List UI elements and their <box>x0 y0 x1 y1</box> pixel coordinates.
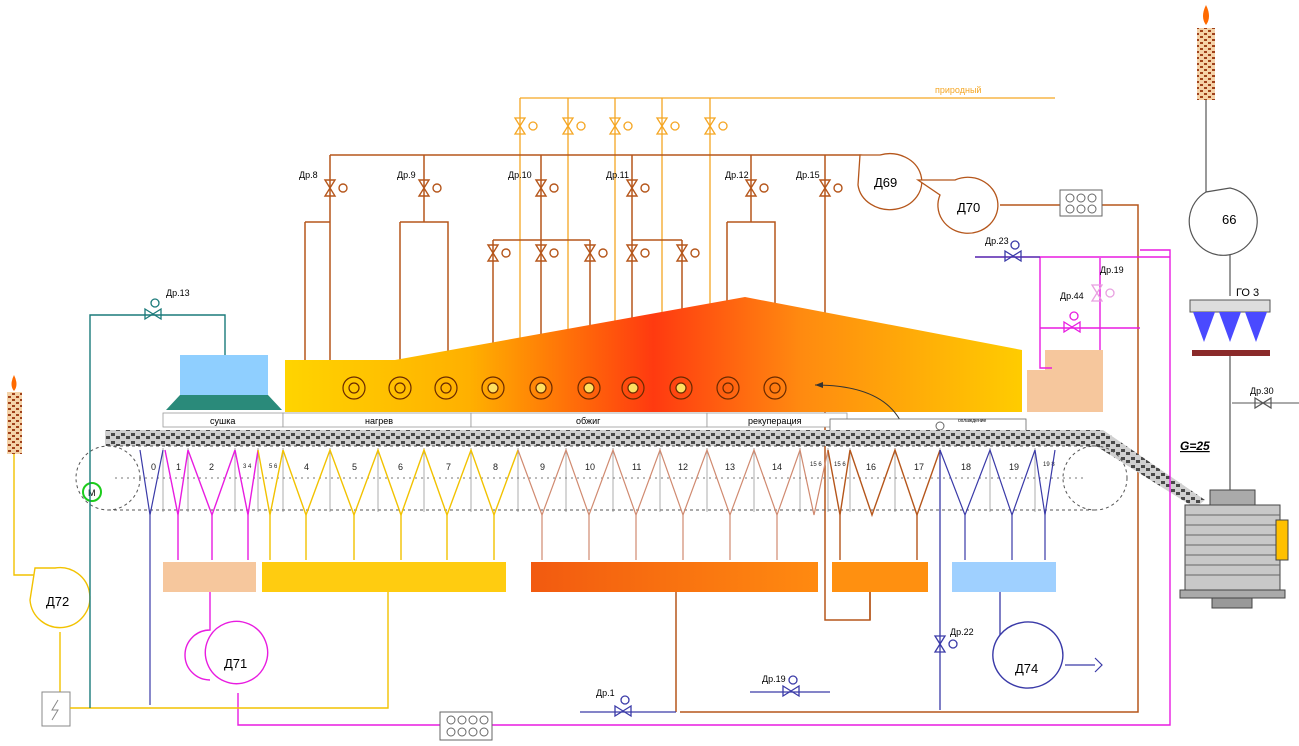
hopper-zero <box>139 449 164 705</box>
fan-d70[interactable] <box>915 176 999 234</box>
svg-text:16: 16 <box>866 462 876 472</box>
hoppers-cooling <box>939 448 1056 560</box>
valve-dr1-label: Др.1 <box>596 688 615 698</box>
valve-dr10-label: Др.10 <box>508 170 532 180</box>
fan-d69-label: Д69 <box>874 175 897 190</box>
valve-dr13-label: Др.13 <box>166 288 190 298</box>
go3-label: ГО 3 <box>1236 287 1259 299</box>
svg-text:7: 7 <box>446 462 451 472</box>
hoppers-recup <box>827 447 941 560</box>
valve-dr19-bottom-label: Др.19 <box>762 674 786 684</box>
valve-dr30-label: Др.30 <box>1250 386 1274 396</box>
fan-d74[interactable] <box>992 621 1064 689</box>
furnace-body <box>285 297 1022 412</box>
cooling-zone-block <box>1027 350 1103 412</box>
hoppers-drying <box>164 449 259 560</box>
valve-dr9-label: Др.9 <box>397 170 416 180</box>
valve-dr23[interactable] <box>1004 240 1022 263</box>
electric-box <box>41 691 71 727</box>
zone-heating: нагрев <box>365 416 393 426</box>
dryer-drum <box>1179 489 1289 609</box>
magenta-return-line <box>237 249 1171 726</box>
conveyor-belt <box>75 430 1205 511</box>
svg-text:13: 13 <box>725 462 735 472</box>
recirc-arrow <box>814 384 901 421</box>
svg-text:3 4: 3 4 <box>243 464 252 470</box>
svg-text:5: 5 <box>352 462 357 472</box>
hoppers-heating <box>257 447 519 560</box>
valve-dr19-top[interactable] <box>1090 284 1115 302</box>
chamber-numbers: 0 1 2 3 4 5 6 4 5 6 7 8 9 10 11 12 13 14… <box>151 462 1055 472</box>
valve-dr12-label: Др.12 <box>725 170 749 180</box>
svg-text:12: 12 <box>678 462 688 472</box>
svg-text:17: 17 <box>914 462 924 472</box>
natural-gas-line <box>519 97 1055 410</box>
svg-text:11: 11 <box>632 462 641 472</box>
air-valves[interactable] <box>323 179 843 262</box>
burners <box>342 376 787 400</box>
svg-text:9: 9 <box>540 462 545 472</box>
motor[interactable] <box>82 482 102 502</box>
drying-hood <box>166 355 282 410</box>
chimney-left <box>7 375 22 454</box>
svg-text:19: 19 <box>1009 462 1019 472</box>
fan-d72-label: Д72 <box>46 594 69 609</box>
filter-block-top <box>1059 189 1103 217</box>
valve-dr23-label: Др.23 <box>985 236 1009 246</box>
svg-text:6: 6 <box>398 462 403 472</box>
valve-dr15-label: Др.15 <box>796 170 820 180</box>
svg-text:10: 10 <box>585 462 595 472</box>
valve-dr8-label: Др.8 <box>299 170 318 180</box>
valve-dr13[interactable] <box>144 298 162 321</box>
valve-dr19-bottom[interactable] <box>782 675 800 698</box>
chimney-right <box>1197 5 1215 100</box>
fan-d69[interactable] <box>857 153 923 211</box>
gas-valve-row[interactable] <box>513 117 728 135</box>
zone-drying: сушка <box>210 416 235 426</box>
svg-text:19 8: 19 8 <box>1043 462 1055 468</box>
filter-block-bottom <box>439 711 493 741</box>
valve-dr30[interactable] <box>1254 396 1272 410</box>
svg-text:0: 0 <box>151 462 156 472</box>
g-value: G=25 <box>1180 439 1210 453</box>
zone-firing: обжиг <box>576 416 601 426</box>
collector-cooling <box>952 562 1056 592</box>
fan-d70-label: Д70 <box>957 200 980 215</box>
zone-recuperation: рекуперация <box>748 416 802 426</box>
svg-text:15 6: 15 6 <box>834 462 846 468</box>
svg-text:18: 18 <box>961 462 971 472</box>
valve-dr44[interactable] <box>1063 311 1081 334</box>
collector-firing <box>531 562 818 592</box>
valve-dr1[interactable] <box>614 695 632 718</box>
svg-text:2: 2 <box>209 462 214 472</box>
valve-dr44-label: Др.44 <box>1060 291 1084 301</box>
zone-cooling: охлаждение <box>958 418 987 424</box>
valve-dr22[interactable] <box>933 635 958 653</box>
hoppers-firing <box>517 447 829 560</box>
svg-text:4: 4 <box>304 462 309 472</box>
collector-drying <box>163 562 256 592</box>
collector-recup <box>832 562 928 592</box>
collector-heating <box>262 562 506 592</box>
fan-d71[interactable] <box>204 620 269 685</box>
svg-text:15 6: 15 6 <box>810 462 822 468</box>
fan-d71-label: Д71 <box>224 656 247 671</box>
fan-66-label: 66 <box>1222 212 1236 227</box>
valve-dr11-label: Др.11 <box>606 170 629 180</box>
svg-text:5 6: 5 6 <box>269 464 278 470</box>
teal-line <box>89 314 226 500</box>
valve-dr22-label: Др.22 <box>950 627 974 637</box>
svg-text:8: 8 <box>493 462 498 472</box>
zone-strip <box>162 412 848 428</box>
motor-label: M <box>88 488 96 498</box>
svg-text:1: 1 <box>176 462 181 472</box>
fan-d72[interactable] <box>29 566 91 629</box>
cyclones-go3 <box>1189 299 1271 356</box>
fan-66[interactable] <box>1188 187 1258 256</box>
natural-gas-label: природный <box>935 85 981 95</box>
fan-d74-label: Д74 <box>1015 661 1038 676</box>
valve-dr19-top-label: Др.19 <box>1100 265 1124 275</box>
svg-text:14: 14 <box>772 462 782 472</box>
